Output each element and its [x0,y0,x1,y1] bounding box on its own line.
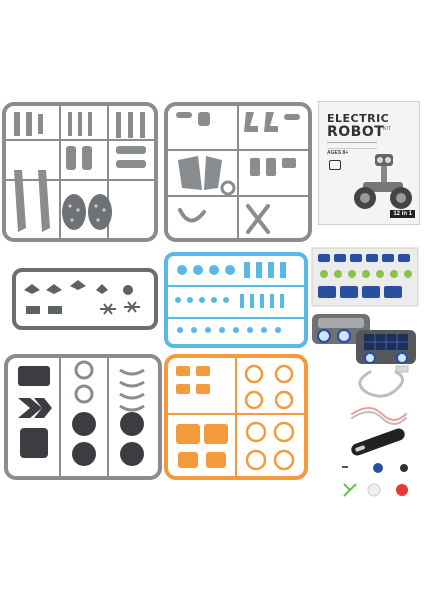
booklet-title-suffix: KIT [383,126,391,132]
sticker-sheet [311,247,419,307]
booklet-title-line1: ELECTRIC [327,112,390,125]
booklet-badge: 12 in 1 [390,210,415,218]
robot-car-icon [312,314,416,364]
screwdriver-icon [351,428,405,456]
instruction-booklet: ELECTRIC ROBOT KIT AGES 8+ 12 in 1 [318,101,420,225]
booklet-logo-icon [329,160,341,170]
booklet-title-line2: ROBOT [327,124,385,140]
gray-sprue-top-middle [164,102,312,242]
wire-icon [351,407,407,425]
blue-sprue [164,252,308,348]
robot-car-icon [354,154,412,209]
gray-sprue-bottom-left [4,354,162,480]
orange-sprue [164,354,308,480]
gray-sprue-top-left [2,102,158,242]
accessory-parts [342,463,408,497]
booklet-age: AGES 8+ [327,150,349,156]
gray-sprue-small [12,268,158,330]
usb-cable-icon [358,365,409,398]
